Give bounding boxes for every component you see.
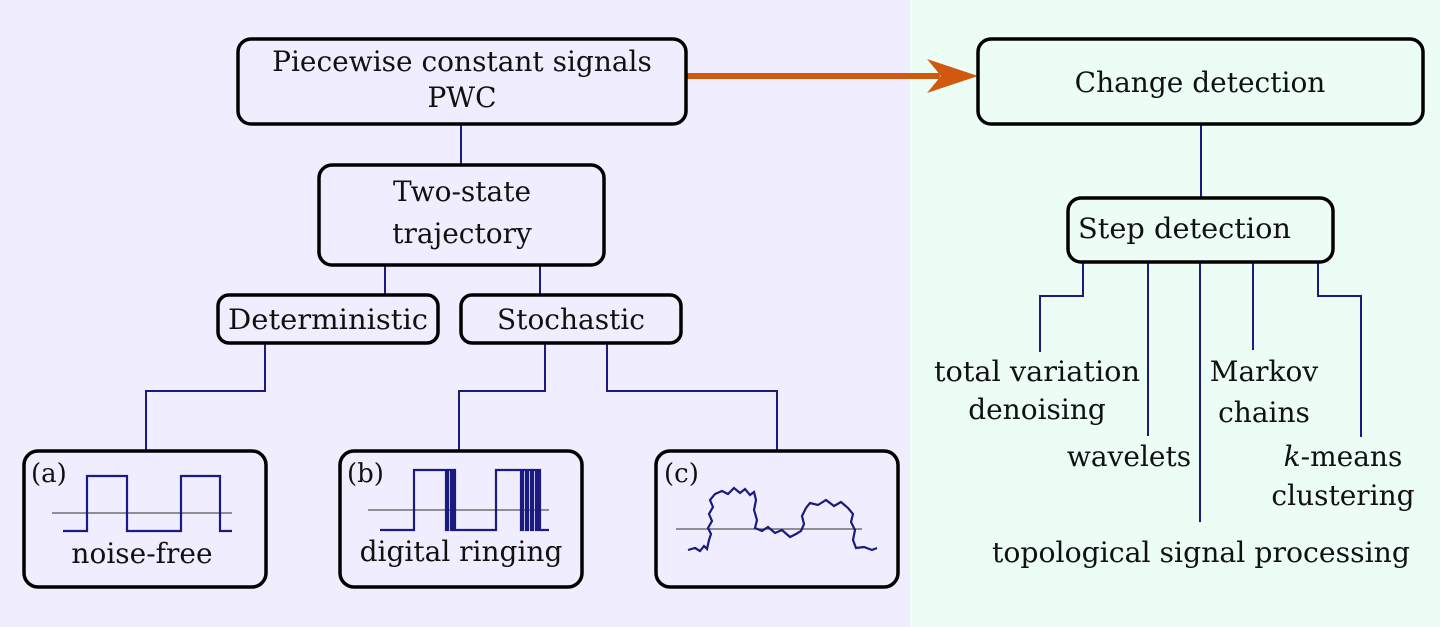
connector-step-kmeans bbox=[1317, 262, 1362, 437]
wavelets-label: wavelets bbox=[1067, 440, 1191, 473]
deterministic-box bbox=[216, 293, 440, 345]
kmeans-line1: k-means bbox=[1284, 440, 1403, 473]
kmeans-suffix: -means bbox=[1301, 440, 1403, 473]
panel-a-tag: (a) bbox=[31, 459, 67, 489]
two-state-line1: Two-state bbox=[393, 175, 531, 208]
method-labels: total variation denoising wavelets Marko… bbox=[934, 355, 1415, 569]
markov-line2: chains bbox=[1218, 396, 1310, 429]
panel-b-box bbox=[338, 449, 584, 589]
tv-denoising-line1: total variation bbox=[934, 355, 1140, 388]
kmeans-k: k bbox=[1284, 440, 1301, 473]
left-connectors bbox=[145, 124, 778, 451]
change-detection-box bbox=[976, 37, 1425, 126]
panel-a: (a) noise-free bbox=[31, 459, 232, 570]
step-detection-box bbox=[1066, 196, 1335, 264]
connector-stochastic-c bbox=[606, 343, 778, 451]
panel-a-box bbox=[22, 449, 268, 589]
panel-b-caption: digital ringing bbox=[360, 535, 563, 568]
topological-label: topological signal processing bbox=[992, 536, 1410, 569]
panel-a-signal bbox=[63, 474, 232, 533]
arrow-head bbox=[927, 59, 978, 93]
right-connectors bbox=[1039, 124, 1362, 522]
kmeans-line2: clustering bbox=[1271, 479, 1414, 512]
panel-b-tag: (b) bbox=[347, 459, 384, 489]
change-detection-label: Change detection bbox=[1075, 66, 1326, 99]
panel-a-caption: noise-free bbox=[71, 537, 212, 570]
panel-b: (b) digital ringing bbox=[347, 459, 562, 568]
tv-denoising-line2: denoising bbox=[968, 393, 1106, 426]
step-detection-label: Step detection bbox=[1078, 212, 1291, 245]
connector-deterministic-a bbox=[145, 343, 266, 451]
two-state-line2: trajectory bbox=[392, 217, 532, 250]
panel-c-tag: (c) bbox=[664, 459, 699, 489]
panel-c: (c) bbox=[664, 459, 878, 553]
stochastic-box bbox=[459, 293, 683, 345]
markov-line1: Markov bbox=[1210, 355, 1319, 388]
pwc-abbrev: PWC bbox=[427, 81, 496, 114]
panel-c-box bbox=[654, 449, 900, 589]
pwc-to-change-arrow bbox=[686, 59, 978, 93]
panel-c-signal bbox=[687, 486, 878, 553]
panel-b-signal bbox=[380, 468, 549, 532]
pwc-box bbox=[236, 37, 688, 126]
two-state-box bbox=[317, 163, 606, 267]
connector-stochastic-b bbox=[458, 343, 546, 451]
stochastic-label: Stochastic bbox=[497, 303, 645, 336]
pwc-title: Piecewise constant signals bbox=[272, 45, 652, 78]
connector-step-tv bbox=[1039, 262, 1084, 352]
right-background bbox=[910, 0, 1440, 627]
deterministic-label: Deterministic bbox=[228, 303, 428, 336]
